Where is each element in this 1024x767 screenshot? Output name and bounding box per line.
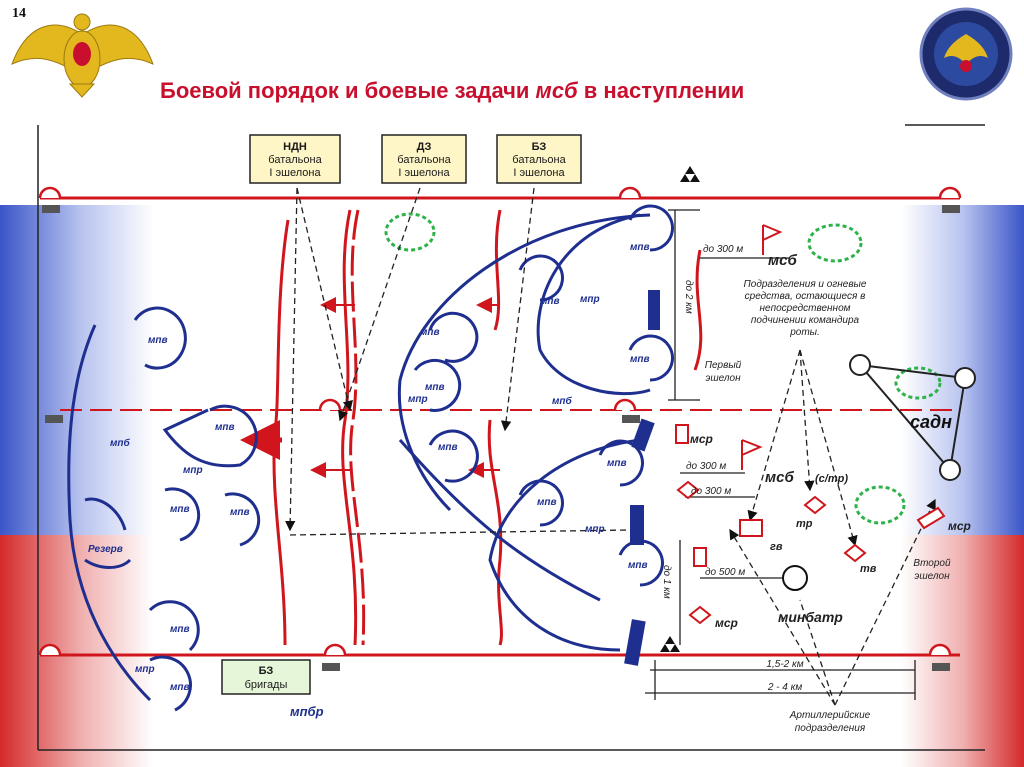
label-mpr-5: мпр xyxy=(585,524,605,535)
dist-2km: до 2 км xyxy=(683,280,694,314)
blue-formations xyxy=(67,204,674,712)
box-dz-line3: I эшелона xyxy=(398,167,450,179)
academy-seal-emblem xyxy=(919,7,1013,101)
label-mpv-3: мпв xyxy=(170,504,190,515)
box-bz: БЗ батальона I эшелона xyxy=(496,134,582,184)
label-mpv-15: мпв xyxy=(628,560,648,571)
label-mpr-4: мпр xyxy=(580,294,600,305)
label-msr-2: мср xyxy=(715,616,738,630)
command-flags xyxy=(741,224,783,470)
label-sadn: садн xyxy=(910,412,952,432)
label-mpv-4: мпв xyxy=(230,507,250,518)
dist-1km: до 1 км xyxy=(661,565,672,599)
flag-red-band xyxy=(0,535,1024,767)
artillery-line1: Артиллерийские xyxy=(789,710,871,721)
slide-title: Боевой порядок и боевые задачи мсб в нас… xyxy=(160,78,745,103)
boundary-hatch-signs xyxy=(42,205,960,671)
label-msb-stp: (с/тр) xyxy=(815,473,848,485)
note-units-line1: Подразделения и огневые xyxy=(744,279,867,290)
label-msr-1: мср xyxy=(690,432,713,446)
second-echelon-line1: Второй xyxy=(913,558,951,569)
artillery-triangles xyxy=(660,166,700,652)
unit-symbols xyxy=(675,424,946,625)
label-mpv-11: мпв xyxy=(630,354,650,365)
dist-2-4km: 2 - 4 км xyxy=(767,682,803,693)
label-mpv-8: мпв xyxy=(425,382,445,393)
first-echelon-line2: эшелон xyxy=(705,373,741,384)
box-bz-line1: БЗ xyxy=(532,141,547,153)
box-bz-brigade: БЗ бригады xyxy=(221,659,311,695)
box-bz-line3: I эшелона xyxy=(513,167,565,179)
front-lines xyxy=(272,209,703,646)
label-tv: тв xyxy=(860,563,877,575)
notes: Подразделения и огневые средства, остающ… xyxy=(705,279,951,734)
dimension-lines xyxy=(645,209,916,700)
label-msr-3: мср xyxy=(948,519,971,533)
slide-number: 14 xyxy=(12,6,26,21)
dist-500: до 500 м xyxy=(705,567,745,578)
box-dz-line2: батальона xyxy=(397,154,451,166)
note-units-line5: роты. xyxy=(789,327,820,338)
military-eagle-emblem xyxy=(11,13,154,98)
label-gv: гв xyxy=(770,541,783,553)
label-mpv-5: мпв xyxy=(170,624,190,635)
box-dz: ДЗ батальона I эшелона xyxy=(381,134,467,184)
label-mpr-1: мпр xyxy=(183,465,203,476)
box-ndn: НДН батальона I эшелона xyxy=(249,134,341,184)
label-mpb-1: мпб xyxy=(110,437,131,449)
note-units-line3: непосредственном xyxy=(760,303,851,314)
label-mpr-3: мпр xyxy=(408,394,428,405)
label-mpv-14: мпв xyxy=(537,497,557,508)
label-mpv-13: мпв xyxy=(607,458,627,469)
label-msb-2: мсб xyxy=(765,469,794,486)
dist-1-5-2km: 1,5-2 км xyxy=(766,659,803,670)
unit-labels-blue: мпв мпв мпр мпб мпв мпв Резерв мпв мпр м… xyxy=(88,242,650,719)
first-echelon-line1: Первый xyxy=(705,360,742,371)
box-bz-brigade-line2: бригады xyxy=(245,679,288,691)
label-mpv-6: мпв xyxy=(170,682,190,693)
box-dz-line1: ДЗ xyxy=(417,141,432,153)
dist-300-low: до 300 м xyxy=(691,486,731,497)
unit-labels-dark: мсб мср мсб (с/тр) тр тв гв мср минбатр … xyxy=(690,252,971,630)
distance-labels: до 300 м до 2 км до 300 м до 300 м до 50… xyxy=(661,244,804,693)
note-units-line4: подчинении командира xyxy=(751,315,860,326)
label-mpv-1: мпв xyxy=(148,335,168,346)
dist-300-top: до 300 м xyxy=(703,244,743,255)
label-mpv-9: мпв xyxy=(540,296,560,307)
label-mpb-2: мпб xyxy=(552,395,573,407)
label-mpv-10: мпв xyxy=(630,242,650,253)
box-ndn-line2: батальона xyxy=(268,154,322,166)
label-mpv-7: мпв xyxy=(420,327,440,338)
label-tr: тр xyxy=(796,518,813,530)
label-mpv-2: мпв xyxy=(215,422,235,433)
label-minbatr: минбатр xyxy=(778,609,843,625)
enemy-positions xyxy=(384,212,942,525)
red-arrows xyxy=(240,297,500,478)
box-ndn-line1: НДН xyxy=(283,141,307,153)
box-ndn-line3: I эшелона xyxy=(269,167,321,179)
note-units-line2: средства, остающиеся в xyxy=(745,291,866,302)
label-mpbr: мпбр xyxy=(290,704,324,719)
box-bz-line2: батальона xyxy=(512,154,566,166)
label-mpv-12: мпв xyxy=(438,442,458,453)
label-msb-1: мсб xyxy=(768,252,797,269)
mortar-battery-symbol xyxy=(782,565,808,591)
sadn-position xyxy=(849,354,976,481)
second-echelon-line2: эшелон xyxy=(914,571,950,582)
label-mpr-2: мпр xyxy=(135,664,155,675)
control-dashed-lines xyxy=(284,187,936,706)
blue-battalion-stamps xyxy=(624,290,660,666)
label-reserve: Резерв xyxy=(88,544,123,555)
boundary-end-markers xyxy=(38,186,962,656)
diagram-frame xyxy=(37,124,985,751)
box-bz-brigade-line1: БЗ xyxy=(259,665,274,677)
dist-300-mid: до 300 м xyxy=(686,461,726,472)
artillery-line2: подразделения xyxy=(795,723,866,734)
